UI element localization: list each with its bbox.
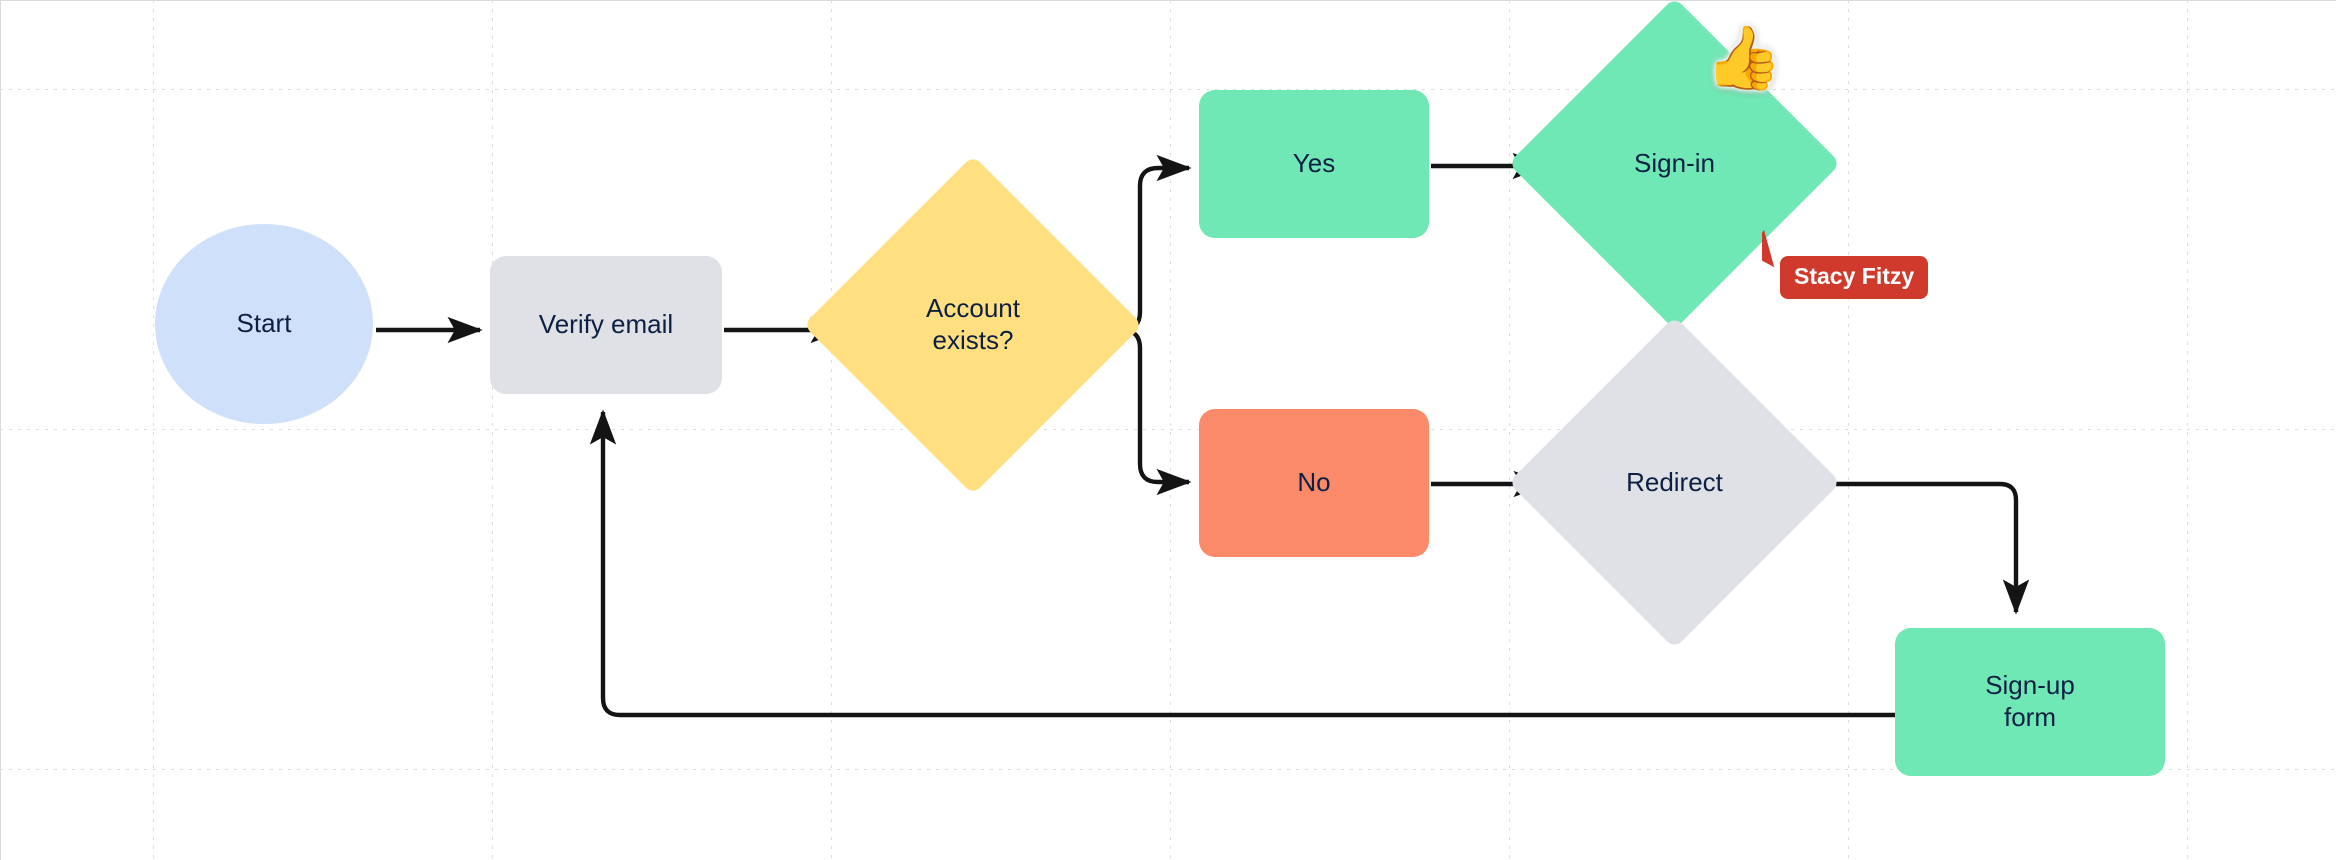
node-redirect[interactable]: Redirect bbox=[1508, 316, 1841, 649]
node-account-exists-shape bbox=[803, 155, 1143, 495]
node-start[interactable]: Start bbox=[155, 224, 373, 424]
node-verify-email[interactable]: Verify email bbox=[490, 256, 722, 394]
grid-line-vertical bbox=[1509, 0, 1510, 860]
node-start-label: Start bbox=[236, 308, 292, 339]
grid-line-vertical bbox=[831, 0, 832, 860]
grid-line-horizontal bbox=[0, 429, 2336, 430]
node-verify-email-label: Verify email bbox=[538, 309, 674, 340]
node-yes[interactable]: Yes bbox=[1199, 90, 1429, 238]
grid-line-vertical bbox=[2187, 0, 2188, 860]
grid-line-vertical bbox=[1170, 0, 1171, 860]
cursor-pointer-icon bbox=[1762, 230, 1775, 268]
grid-line-vertical bbox=[153, 0, 154, 860]
node-no-label: No bbox=[1297, 467, 1331, 498]
node-redirect-shape bbox=[1508, 316, 1841, 649]
thumbs-up-icon[interactable]: 👍 bbox=[1705, 24, 1783, 93]
edge-signup-verify bbox=[589, 409, 1895, 718]
grid-line-vertical bbox=[1848, 0, 1849, 860]
grid-line-horizontal bbox=[0, 769, 2336, 770]
node-no[interactable]: No bbox=[1199, 409, 1429, 557]
node-yes-label: Yes bbox=[1292, 148, 1336, 179]
cursor-name-label: Stacy Fitzy bbox=[1780, 256, 1929, 299]
grid-line-vertical bbox=[492, 0, 493, 860]
grid-line-horizontal bbox=[0, 89, 2336, 90]
edge-redirect-signup bbox=[1793, 481, 2030, 615]
